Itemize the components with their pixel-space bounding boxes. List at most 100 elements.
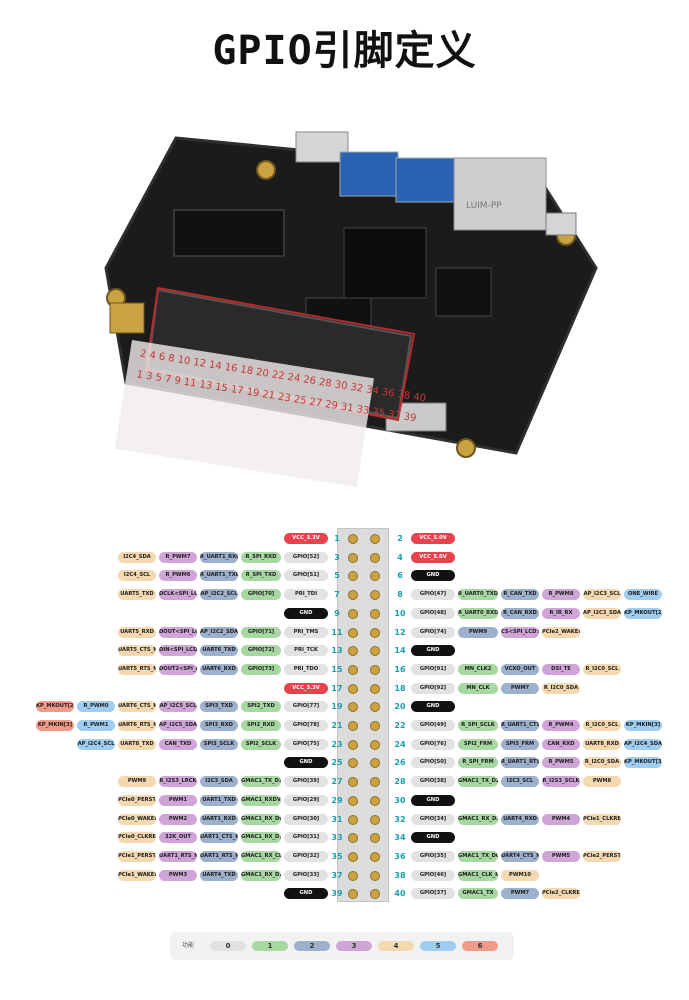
header-pin <box>348 627 358 638</box>
pin-function-label: CAN_TXD <box>159 738 197 750</box>
pin-number-odd: 13 <box>331 646 343 656</box>
header-pin <box>348 814 358 825</box>
header-pin <box>348 702 358 713</box>
mount-hole <box>256 160 276 180</box>
pin-function-label: R_UART1_RXD <box>200 551 238 563</box>
header-pin <box>370 683 380 694</box>
gnd-label: GND <box>284 888 328 900</box>
pin-function-label: GMAC1_TX <box>458 888 498 900</box>
pin-number-odd: 39 <box>331 889 343 899</box>
pin-function-label: AP_I2C4_SCL <box>77 738 115 750</box>
pin-function-label: GPIO[39] <box>284 776 328 788</box>
legend-swatch-5: 5 <box>420 941 456 951</box>
pin-function-label: PWM7 <box>501 682 539 694</box>
gnd-label: GND <box>284 607 328 619</box>
header-pin <box>370 552 380 563</box>
pin-function-label: AP_I2C5_SCL <box>159 701 197 713</box>
pin-function-label: GMAC1_RXDV <box>241 794 281 806</box>
pin-function-label: R_PWM1 <box>77 720 115 731</box>
pin-number-even: 22 <box>394 721 406 730</box>
legend-swatch-4: 4 <box>378 941 414 951</box>
pin-function-label: GPIO[37] <box>411 888 455 900</box>
pin-function-label: UART4_CTS_N <box>501 850 539 862</box>
pin-number-even: 32 <box>394 814 406 824</box>
pin-number-even: 2 <box>397 534 403 543</box>
pin-function-label: R_I2C0_SDA <box>542 682 580 694</box>
pin-function-label: UART6_RXD <box>200 663 238 675</box>
pin-number-even: 28 <box>394 777 406 787</box>
ethernet-label: LUIM-PP <box>466 201 502 211</box>
header-pin <box>348 739 358 750</box>
pin-function-label: PCIe1_WAKEN <box>118 869 156 881</box>
pin-function-label: GPIO[35] <box>411 850 455 862</box>
pin-function-label: R_UART1_CTS_N <box>501 720 539 731</box>
pin-function-label: VCXO_OUT <box>501 663 539 675</box>
pin-function-label: GMAC1_RX_D3 <box>458 813 498 825</box>
usb-c-port <box>545 212 577 236</box>
pin-function-label: AP_I2C4_SDA <box>624 738 662 750</box>
pin-function-label: AP_I2C2_SDA <box>200 626 238 638</box>
pin-function-label: SPI2_TXD <box>241 701 281 713</box>
pin-function-label: GPIO[78] <box>284 720 328 731</box>
pin-function-label: AP_I2C2_SCL <box>200 589 238 601</box>
memory-chip <box>435 267 492 317</box>
pin-function-label: R_SPI_RXD <box>241 551 281 563</box>
pin-function-label: R_CAN_RXD <box>501 607 539 619</box>
pin-function-label: GPIO[31] <box>284 832 328 844</box>
pin-function-label: MN_CLK <box>458 682 498 694</box>
header-pin <box>348 590 358 601</box>
pin-function-label: PCIe1_CLKREQN <box>583 813 621 825</box>
header-pin <box>348 851 358 862</box>
gnd-label: GND <box>411 794 455 806</box>
legend-swatch-6: 6 <box>462 941 498 951</box>
pin-function-label: PWM3 <box>159 869 197 881</box>
pin-function-label: PCIe2_WAKEN <box>542 626 580 638</box>
mount-hole <box>456 438 476 458</box>
pin-number-even: 30 <box>394 795 406 805</box>
pin-function-label: PWM9 <box>458 626 498 638</box>
pin-function-label: R_PWM8 <box>542 589 580 601</box>
pin-function-label: PCIe0_PERSTN <box>118 794 156 806</box>
pin-function-label: R_SPI_SCLK <box>458 720 498 731</box>
pin-function-label: DIN<SPI_LCD> <box>159 645 197 657</box>
pin-function-label: GPIO[70] <box>241 589 281 601</box>
usb-port <box>395 157 457 203</box>
pin-number-even: 36 <box>394 851 406 861</box>
pin-function-label: R_UART1_TXD <box>200 570 238 582</box>
pin-function-label: GPIO[49] <box>411 720 455 731</box>
pin-function-label: R_UART1_RTS_N <box>501 757 539 769</box>
pin-function-label: GPIO[32] <box>284 850 328 862</box>
pin-function-label: PWM8 <box>583 776 621 788</box>
pin-number-odd: 35 <box>331 851 343 861</box>
pin-function-label: AP_I2C3_SDA <box>583 607 621 619</box>
pin-function-label: KP_MKIN[3] <box>36 720 74 731</box>
gnd-label: GND <box>284 757 328 769</box>
pin-number-odd: 19 <box>331 702 343 712</box>
pin-function-label: GPIO[77] <box>284 701 328 713</box>
pin-function-label: UART5_RTS_N <box>118 663 156 675</box>
power-label: VCC_3.3V <box>284 682 328 694</box>
pin-function-label: PWM2 <box>159 813 197 825</box>
pin-header <box>337 528 389 902</box>
header-pin <box>348 889 358 900</box>
pin-function-label: R_I2S3_SCLK <box>542 776 580 788</box>
m2-slot <box>173 209 285 257</box>
pin-function-label: GPIO[74] <box>411 626 455 638</box>
header-pin <box>348 795 358 806</box>
header-pin <box>348 833 358 844</box>
pin-function-label: R_CAN_TXD <box>501 589 539 601</box>
pin-function-label: PWM1 <box>159 794 197 806</box>
pin-function-label: PCIe0_WAKEN <box>118 813 156 825</box>
pin-function-label: GPIO[29] <box>284 794 328 806</box>
pin-function-label: DCLK<SPI_LCD> <box>159 589 197 601</box>
pin-function-label: GPIO[51] <box>284 570 328 582</box>
pin-function-label: GMAC1_RX_D0 <box>241 813 281 825</box>
pin-function-label: PRI_TCK <box>284 645 328 657</box>
pin-function-label: R_PWM0 <box>77 701 115 713</box>
pin-number-even: 6 <box>397 571 403 581</box>
pin-function-label: UART8_RXD <box>583 738 621 750</box>
pin-number-even: 38 <box>394 870 406 880</box>
pin-number-odd: 15 <box>331 664 343 674</box>
